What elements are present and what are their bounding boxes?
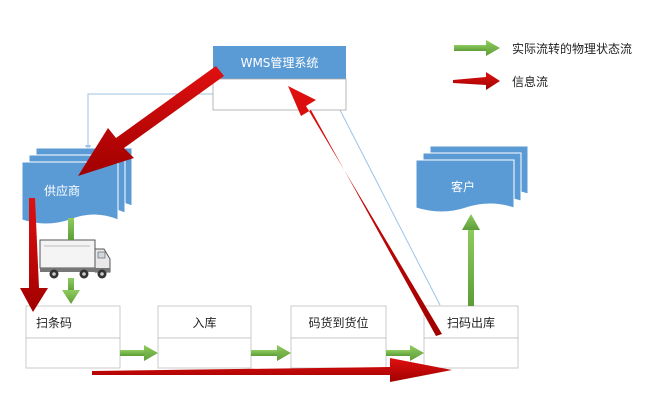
arrow-truck-to-scan: [62, 278, 80, 304]
inbound-label: 入库: [192, 315, 216, 330]
legend-physical-arrow: [454, 40, 500, 56]
info-arrow-bottom-to-outbound: [92, 358, 452, 382]
inbound-node: 入库: [157, 305, 252, 369]
outbound-label: 扫码出库: [447, 315, 495, 330]
arrow-scan-to-inbound: [120, 345, 158, 361]
legend-info-label: 信息流: [512, 74, 548, 89]
wms-node: WMS管理系统: [212, 46, 347, 111]
arrow-inbound-to-putaway: [251, 345, 291, 361]
physical-flow-arrows: [62, 214, 480, 361]
info-arrow-wms-to-supplier: [78, 66, 224, 176]
supplier-label: 供应商: [44, 183, 80, 198]
info-flow-arrows: [20, 66, 452, 382]
legend-info-arrow: [453, 72, 500, 90]
info-arrow-outbound-to-wms: [288, 86, 442, 336]
info-arrow-supplier-to-scan: [20, 198, 48, 312]
customer-node: 客户: [415, 145, 529, 213]
wms-label: WMS管理系统: [241, 55, 319, 70]
arrow-outbound-to-customer: [462, 214, 480, 306]
arrow-putaway-to-outbound: [386, 345, 424, 361]
truck-icon: [39, 239, 111, 279]
putaway-label: 码货到货位: [308, 315, 368, 330]
arrow-supplier-to-truck: [68, 218, 74, 240]
customer-label: 客户: [451, 179, 475, 194]
putaway-node: 码货到货位: [290, 305, 387, 369]
scan-label: 扫条码: [36, 316, 72, 330]
legend: 实际流转的物理状态流 信息流: [453, 40, 632, 90]
legend-physical-label: 实际流转的物理状态流: [512, 41, 632, 56]
scan-node: 扫条码: [25, 305, 121, 369]
outbound-node: 扫码出库: [423, 305, 519, 369]
